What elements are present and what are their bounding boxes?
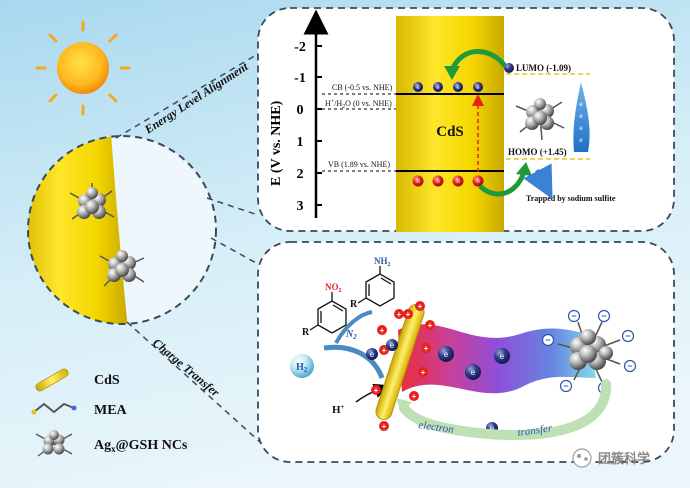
cluster-energy <box>515 98 565 141</box>
green-arrow-top-head <box>444 66 460 80</box>
trapped-label: Trapped by sodium sulfite <box>526 194 616 203</box>
watermark-text: 团簇科学 <box>598 451 650 466</box>
reduction-arrow <box>334 310 373 344</box>
svg-text:+: + <box>421 368 426 377</box>
cluster-top <box>69 183 115 220</box>
cb-electrons: e e e e <box>413 82 483 92</box>
svg-text:−: − <box>571 311 576 321</box>
svg-text:e: e <box>579 126 583 132</box>
tick-label-2: 2 <box>297 167 304 182</box>
svg-text:e: e <box>390 341 395 350</box>
svg-text:+: + <box>397 310 402 319</box>
vb-label: VB (1.89 vs. NHE) <box>328 160 390 169</box>
green-arrow-bottom <box>478 171 527 197</box>
nh2-label: NH2 <box>374 256 391 268</box>
svg-text:−: − <box>625 331 630 341</box>
svg-text:e: e <box>500 352 505 361</box>
legend: CdS MEA Agx@GSH NCs <box>31 368 188 457</box>
h-label: H+/H2O (0 vs. NHE) <box>325 99 392 110</box>
svg-text:e: e <box>436 85 440 91</box>
h2-evolution-arrow <box>323 344 385 379</box>
cluster-bottom <box>99 250 145 287</box>
r-label-right: R <box>350 299 358 310</box>
arrow-word-electron: electron <box>418 419 455 436</box>
axis-ticks <box>316 45 322 206</box>
svg-text:+: + <box>406 310 411 319</box>
svg-text:e: e <box>490 424 495 433</box>
electron-transfer-arrow <box>399 379 612 441</box>
r-label-left: R <box>302 327 310 338</box>
no2-label: NO2 <box>325 282 342 294</box>
cluster-transfer <box>557 321 621 383</box>
blue-trap-arrow <box>523 163 553 200</box>
aniline <box>357 266 395 307</box>
svg-text:e: e <box>476 85 480 91</box>
svg-text:e: e <box>579 138 583 144</box>
legend-mea-icon <box>31 402 77 415</box>
svg-text:h: h <box>476 179 479 185</box>
svg-text:h: h <box>436 179 439 185</box>
svg-text:−: − <box>563 381 568 391</box>
homo-label: HOMO (+1.45) <box>508 147 567 157</box>
svg-text:+: + <box>374 386 379 395</box>
svg-text:+: + <box>382 422 387 431</box>
h2-label: H2 <box>296 362 308 374</box>
legend-nc-label: Agx@GSH NCs <box>94 438 188 454</box>
watermark: 团簇科学 <box>572 448 650 468</box>
sun-icon <box>35 20 131 116</box>
svg-text:e: e <box>444 350 449 359</box>
nitrobenzene <box>309 292 347 334</box>
svg-text:e: e <box>471 368 476 377</box>
legend-mea-label: MEA <box>94 403 128 418</box>
tick-label-m1: -1 <box>294 71 306 86</box>
n2-label: N2 <box>345 329 357 341</box>
lumo-label: LUMO (-1.09) <box>516 63 571 73</box>
rod-holes: + + + + + + + + + + + <box>371 301 435 431</box>
electron-drop-icon: e e e e <box>573 82 590 152</box>
energy-axis-label: E (V vs. NHE) <box>269 100 284 186</box>
svg-text:+: + <box>428 321 433 330</box>
svg-text:+: + <box>380 326 385 335</box>
lumo-electron <box>504 63 514 73</box>
tick-label-1: 1 <box>297 135 304 150</box>
svg-text:h: h <box>456 179 459 185</box>
svg-text:+: + <box>418 302 423 311</box>
svg-text:+: + <box>424 344 429 353</box>
tick-label-3: 3 <box>297 199 304 214</box>
arrow-word-transfer: transfer <box>517 422 554 439</box>
svg-text:e: e <box>370 350 375 359</box>
svg-text:e: e <box>579 114 583 120</box>
tick-label-m2: -2 <box>294 40 306 55</box>
svg-text:+: + <box>382 346 387 355</box>
svg-text:e: e <box>579 102 583 108</box>
svg-text:−: − <box>545 335 550 345</box>
h2-bubble <box>290 354 314 378</box>
legend-cds-label: CdS <box>94 373 120 388</box>
zoom-connectors <box>115 47 269 443</box>
h-plus-label: H+ <box>332 403 345 416</box>
electron-transfer-arrow-head <box>396 398 412 414</box>
cb-label: CB (-0.5 vs. NHE) <box>332 83 393 92</box>
svg-text:+: + <box>412 392 417 401</box>
legend-nc-icon <box>35 430 73 457</box>
svg-text:e: e <box>416 85 420 91</box>
cds-label: CdS <box>436 124 464 140</box>
svg-text:−: − <box>601 311 606 321</box>
tick-label-0: 0 <box>297 103 304 118</box>
svg-text:e: e <box>456 85 460 91</box>
green-arrow-top <box>449 49 507 72</box>
svg-text:−: − <box>627 361 632 371</box>
legend-cds-icon <box>35 368 69 392</box>
svg-text:h: h <box>416 179 419 185</box>
band-dashes <box>322 93 396 172</box>
ribbon-electrons: e e e e e e <box>366 339 510 434</box>
vb-holes: h h h h <box>412 175 484 187</box>
